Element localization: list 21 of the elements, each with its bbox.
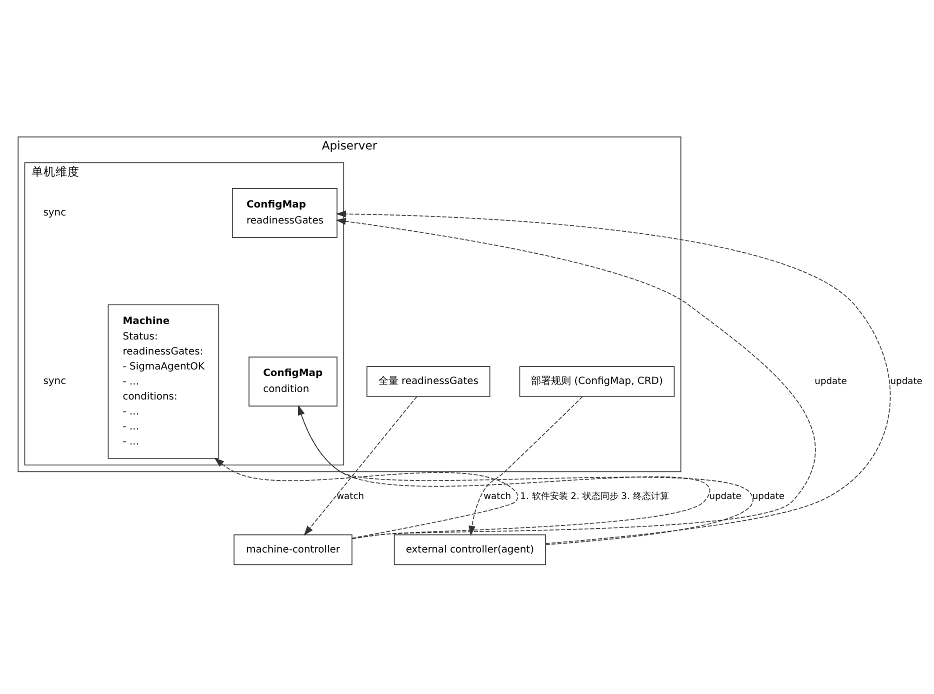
- arrow: [304, 396, 418, 536]
- node-box: external controller(agent): [394, 534, 546, 565]
- arrow: [336, 210, 891, 544]
- edge-label: update: [890, 376, 922, 386]
- arrow: [214, 457, 518, 538]
- arrow: [336, 217, 816, 538]
- node-box: machine-controller: [234, 534, 352, 565]
- node-box: 部署规则 (ConfigMap, CRD): [519, 366, 675, 396]
- edge-label: 1. 软件安装 2. 状态同步 3. 终态计算: [520, 491, 669, 502]
- edge-label: watch: [336, 491, 364, 502]
- edge-label: update: [709, 491, 742, 502]
- node-box: 全量 readinessGates: [366, 366, 490, 396]
- edge-label: watch: [484, 491, 512, 502]
- node-box: Machine Status: readinessGates: - SigmaAgentOK - ... conditions: - ... - ... - ...: [108, 304, 220, 458]
- edge-label: update: [814, 376, 847, 386]
- edge-label: update: [752, 491, 785, 502]
- node-box: ConfigMap readinessGates: [232, 188, 338, 238]
- node-box: ConfigMap condition: [248, 356, 338, 406]
- label: sync: [43, 207, 66, 218]
- arrow: [468, 396, 583, 536]
- label: sync: [43, 376, 66, 387]
